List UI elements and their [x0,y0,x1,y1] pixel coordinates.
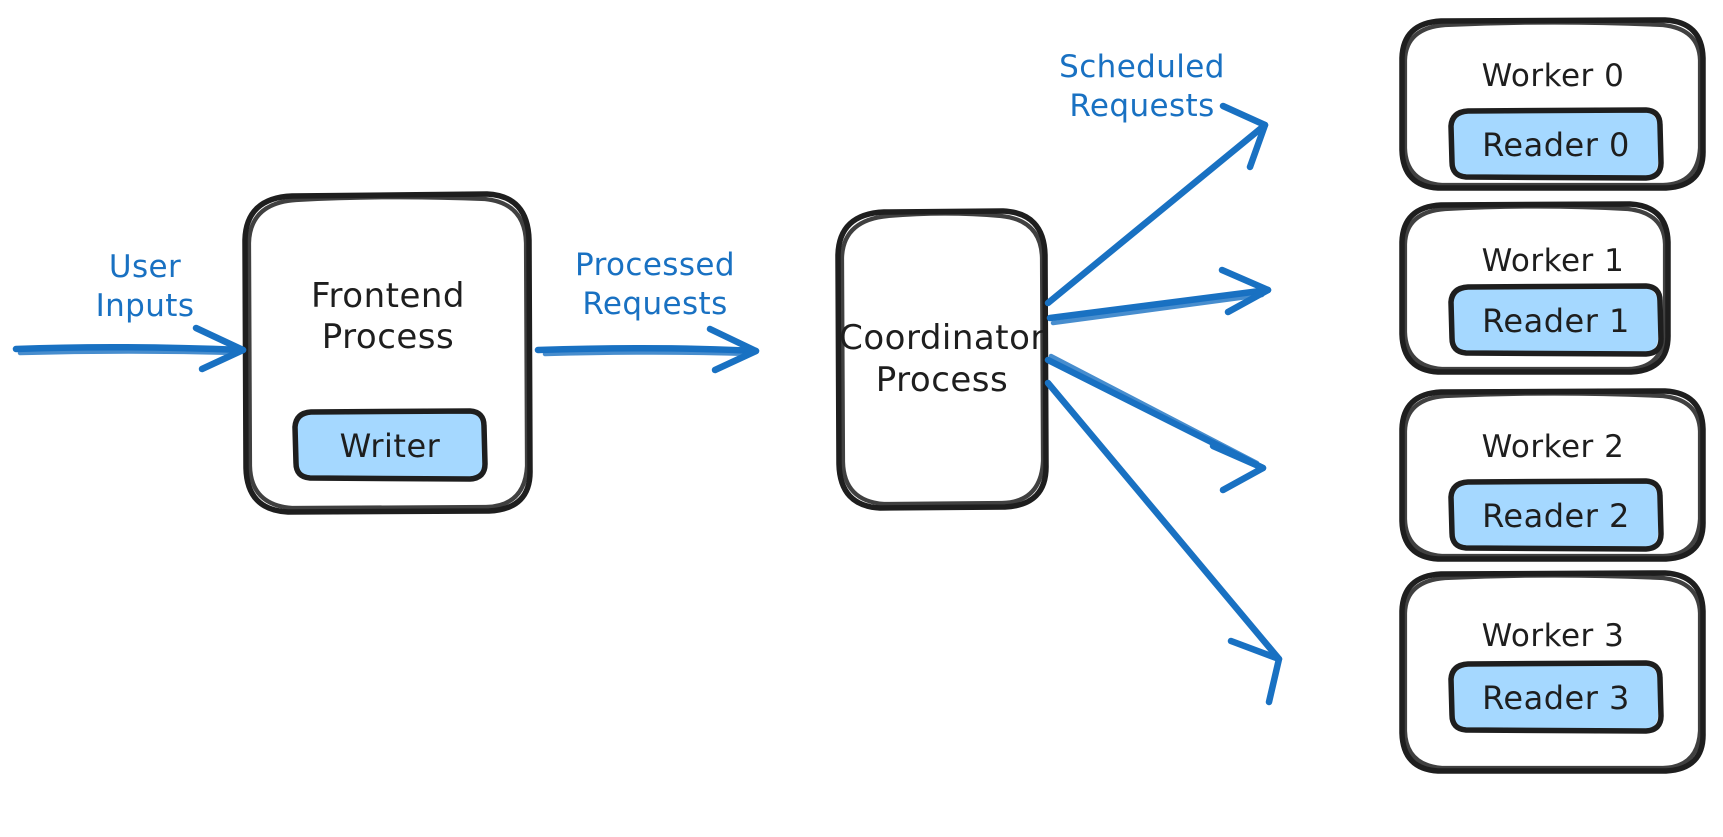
scheduled-requests-edge-label: Scheduled Requests [1059,49,1225,124]
frontend-process-node[interactable]: Frontend Process [246,196,530,512]
coordinator-process-node[interactable]: Coordinator Process [838,211,1046,508]
coordinator-process-label: Coordinator Process [839,318,1045,400]
worker-0-label: Worker 0 [1481,58,1625,95]
arrow-processed-requests [534,325,760,374]
arrow-scheduled-worker-3 [1044,379,1283,706]
arrow-scheduled-worker-2 [1044,353,1267,494]
arrow-user-inputs [12,324,247,373]
worker-1-node[interactable]: Worker 1 [1402,205,1704,373]
worker-2-label: Worker 2 [1481,429,1625,466]
reader-1-label: Reader 1 [1482,301,1630,340]
worker-1-label: Worker 1 [1481,243,1625,280]
arrow-scheduled-worker-0 [1044,102,1269,307]
worker-3-node[interactable]: Worker 3 [1402,573,1704,771]
reader-0-label: Reader 0 [1482,125,1630,164]
processed-requests-edge-label: Processed Requests [575,247,735,322]
reader-2-node[interactable]: Reader 2 [1452,482,1660,549]
reader-0-node[interactable]: Reader 0 [1452,111,1660,178]
worker-0-node[interactable]: Worker 0 [1402,20,1704,188]
writer-label: Writer [339,426,441,465]
frontend-process-label: Frontend Process [310,275,466,357]
user-inputs-edge-label: User Inputs [95,249,195,324]
reader-3-label: Reader 3 [1482,678,1630,717]
worker-2-node[interactable]: Worker 2 [1402,391,1704,559]
reader-1-node[interactable]: Reader 1 [1452,287,1660,354]
writer-node[interactable]: Writer [296,412,484,479]
reader-3-node[interactable]: Reader 3 [1452,664,1660,731]
arrow-scheduled-worker-1 [1046,266,1272,326]
reader-2-label: Reader 2 [1482,496,1630,535]
worker-3-label: Worker 3 [1481,618,1625,655]
